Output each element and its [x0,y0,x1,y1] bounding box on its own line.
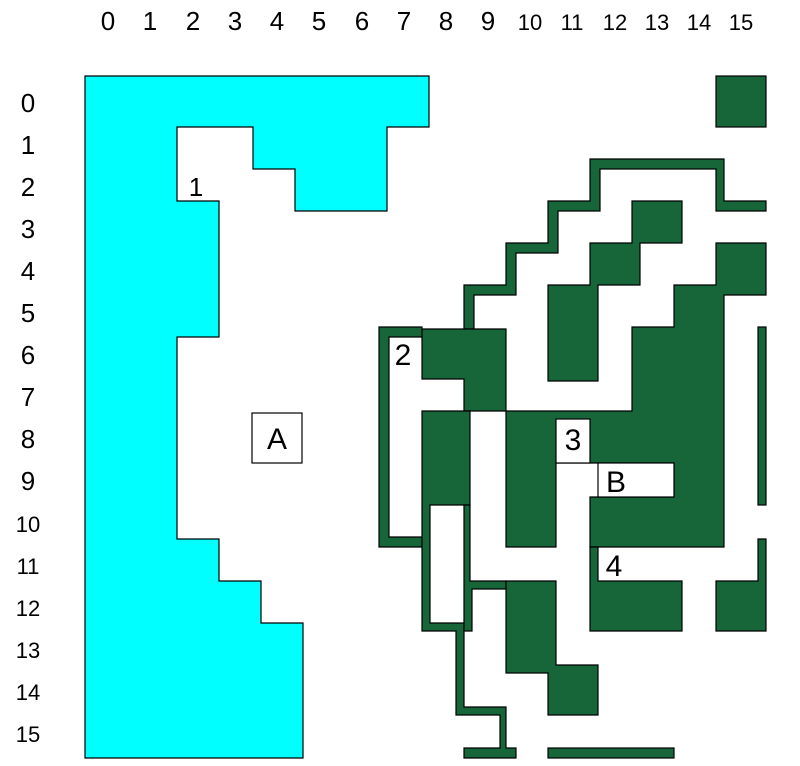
row-label-3: 3 [21,214,35,244]
col-label-14: 14 [687,10,711,35]
row-label-1: 1 [21,130,35,160]
col-label-6: 6 [355,6,369,36]
row-label-2: 2 [21,172,35,202]
col-label-10: 10 [518,10,542,35]
marker-4: 4 [606,550,623,583]
row-label-5: 5 [21,298,35,328]
col-label-12: 12 [603,10,627,35]
opening-b [597,462,675,498]
column-labels: 0 1 2 3 4 5 6 7 8 9 10 11 12 13 14 15 [101,6,753,36]
forest-strip-right-mid [757,326,767,506]
row-label-12: 12 [16,596,40,621]
marker-a-box [251,412,303,464]
col-label-5: 5 [312,6,326,36]
opening-3 [555,418,591,464]
col-label-1: 1 [143,6,157,36]
water-region [84,75,430,759]
row-label-10: 10 [16,512,40,537]
marker-2: 2 [395,339,412,372]
marker-1: 1 [189,172,203,202]
row-label-6: 6 [21,340,35,370]
forest-strip-bottom [547,747,675,759]
forest-block-top-right [715,75,767,128]
forest-wall-loop [378,326,423,548]
row-label-11: 11 [17,554,40,579]
row-label-15: 15 [16,722,40,747]
forest-block-right-lower [715,538,767,632]
forest-wall-upper [463,158,767,330]
forest-block-center [547,200,683,382]
col-label-0: 0 [101,6,115,36]
forest-block-lower-center [463,504,507,632]
marker-3: 3 [565,424,582,457]
col-label-13: 13 [645,10,669,35]
row-label-7: 7 [21,382,35,412]
col-label-8: 8 [439,6,453,36]
col-label-4: 4 [270,6,284,36]
row-label-4: 4 [21,256,35,286]
row-label-0: 0 [21,88,35,118]
row-label-9: 9 [21,466,35,496]
col-label-3: 3 [228,6,242,36]
col-label-2: 2 [186,6,200,36]
openings [555,418,675,498]
row-label-14: 14 [16,680,40,705]
forest-regions [378,75,767,759]
row-label-8: 8 [21,424,35,454]
forest-block-mid-left [421,410,517,759]
row-label-13: 13 [16,638,40,663]
forest-block-lower [505,580,599,716]
markers: 1 2 3 4 A B [189,172,626,583]
marker-a: A [267,423,287,456]
col-label-11: 11 [561,10,584,35]
row-labels: 0 1 2 3 4 5 6 7 8 9 10 11 12 13 14 15 [16,88,40,747]
forest-block-row12 [589,546,683,632]
col-label-15: 15 [729,10,753,35]
marker-b: B [606,466,626,499]
col-label-7: 7 [397,6,411,36]
col-label-9: 9 [481,6,495,36]
